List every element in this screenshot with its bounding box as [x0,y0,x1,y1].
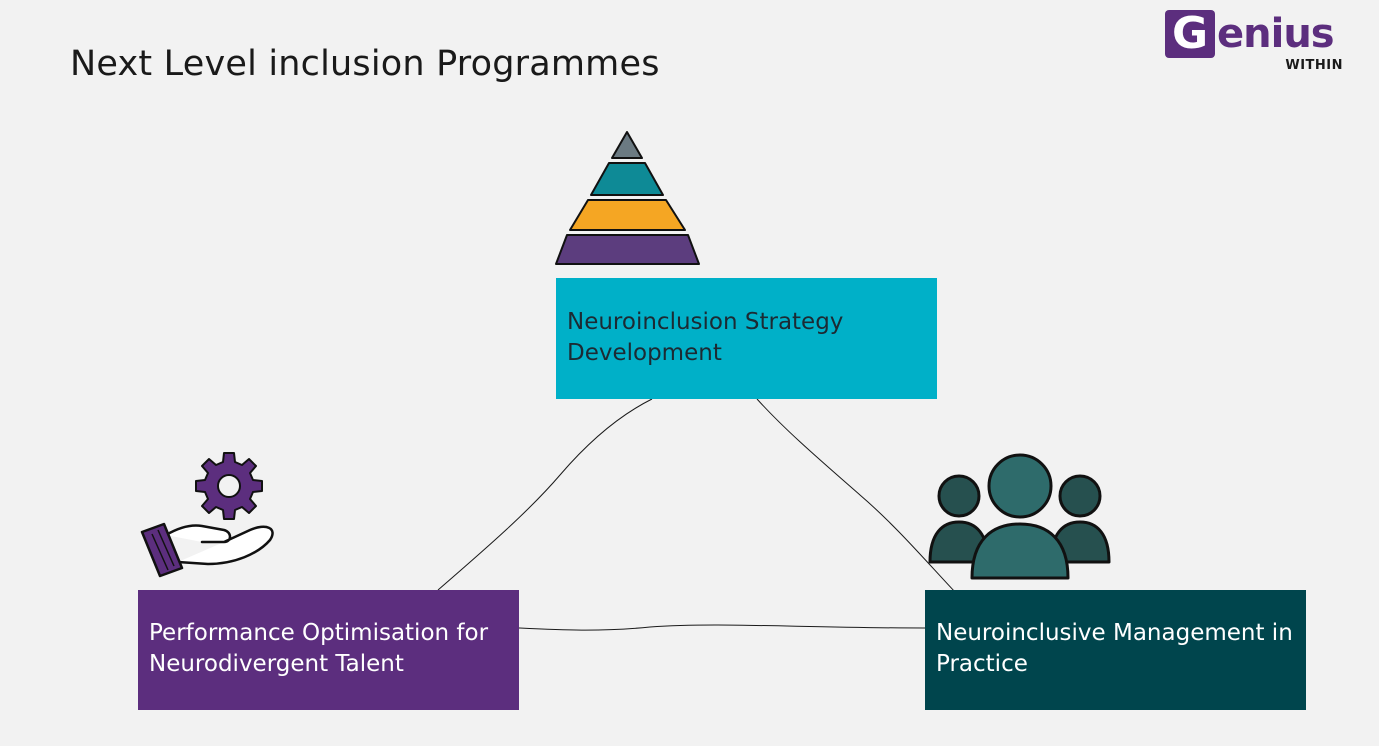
page-title: Next Level inclusion Programmes [70,44,660,84]
people-group-icon [928,453,1111,580]
connector-top-right [756,398,956,593]
logo-subtitle: WITHIN [1285,58,1343,73]
pyramid-icon [555,131,700,265]
node-neuroinclusive-management: Neuroinclusive Management in Practice [925,590,1306,710]
node-label: Neuroinclusion Strategy Development [567,309,844,366]
connector-top-left [437,398,653,591]
logo-wordmark: enius [1217,11,1335,57]
connector-bottom [518,624,926,631]
node-label: Performance Optimisation for Neurodiverg… [149,620,489,677]
node-label: Neuroinclusive Management in Practice [936,620,1293,677]
hand-gear-icon [140,452,274,578]
logo-initial: G [1165,10,1215,58]
genius-within-logo: G enius WITHIN [1165,10,1345,75]
node-performance-optimisation: Performance Optimisation for Neurodiverg… [138,590,519,710]
node-strategy-development: Neuroinclusion Strategy Development [556,278,937,399]
